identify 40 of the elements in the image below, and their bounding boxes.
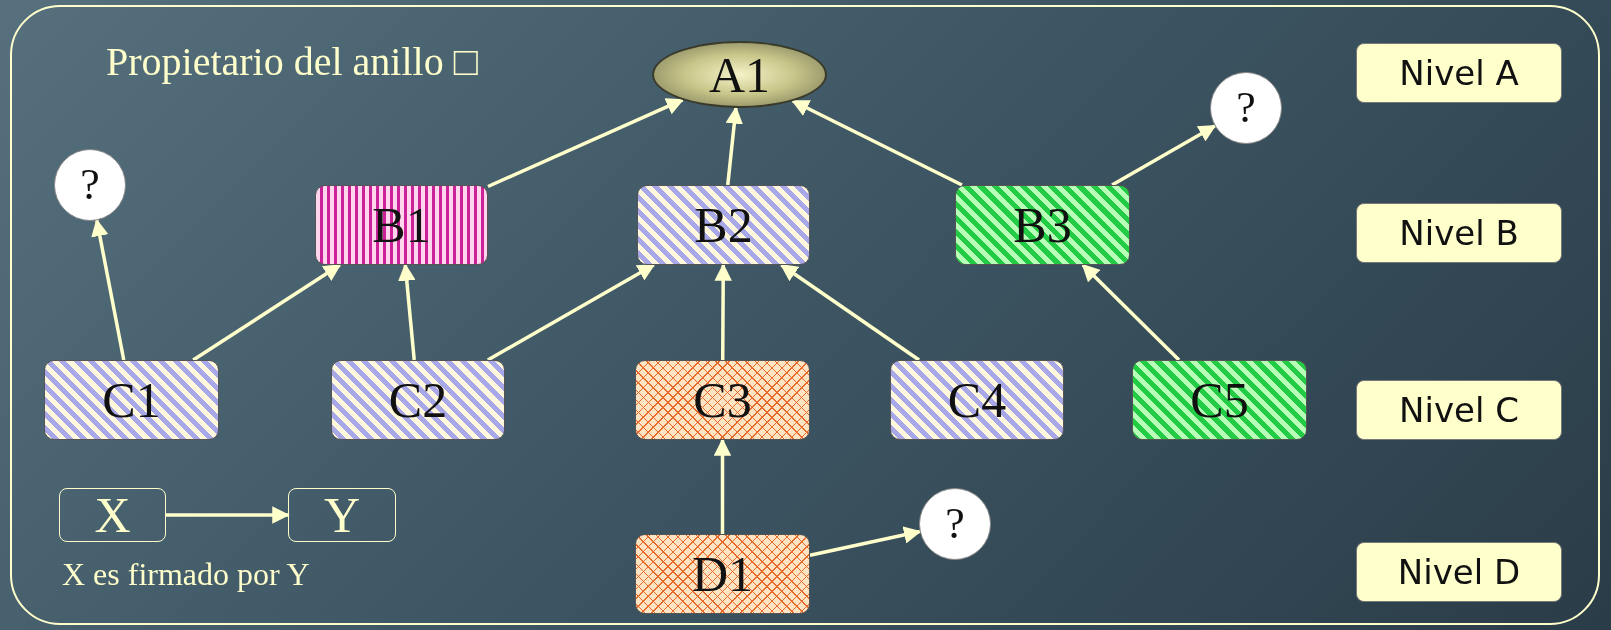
arrow	[714, 263, 732, 360]
node-label: Nivel B	[1399, 216, 1519, 250]
arrow	[780, 263, 921, 362]
legend-box	[288, 488, 396, 542]
arrow	[809, 526, 922, 557]
node-label: ?	[945, 502, 965, 546]
node-label: Nivel D	[1397, 555, 1521, 589]
arrow	[192, 263, 342, 362]
arrow	[791, 99, 963, 187]
node-label: ?	[1236, 86, 1256, 130]
ring-owner-note: Propietario del anillo □	[106, 38, 478, 85]
node-label: Nivel A	[1399, 56, 1519, 90]
process-box	[331, 360, 505, 440]
node-label: C2	[388, 375, 448, 425]
arrow	[487, 98, 685, 189]
level-tag	[1356, 43, 1562, 103]
process-box	[44, 360, 219, 440]
level-tag	[1356, 380, 1562, 440]
level-tag	[1356, 203, 1562, 263]
node-label: C1	[102, 375, 161, 425]
node-label: X	[94, 490, 131, 540]
arrow	[1081, 263, 1181, 362]
arrow	[398, 263, 416, 361]
arrow	[1111, 124, 1217, 187]
legend-caption: X es firmado por Y	[62, 556, 310, 593]
arrow	[91, 218, 126, 361]
node-label: C4	[947, 375, 1007, 425]
arrow	[486, 263, 656, 362]
arrow	[725, 106, 743, 186]
arrow	[166, 506, 290, 524]
node-label: ?	[80, 163, 100, 207]
level-tag	[1356, 542, 1562, 602]
arrow	[713, 438, 732, 534]
node-label: B2	[694, 200, 753, 250]
node-label: Nivel C	[1399, 393, 1519, 427]
node-label: A1	[708, 49, 771, 100]
process-box	[890, 360, 1064, 440]
process-box	[637, 185, 810, 265]
node-label: Y	[323, 490, 361, 540]
legend-box	[59, 488, 166, 542]
